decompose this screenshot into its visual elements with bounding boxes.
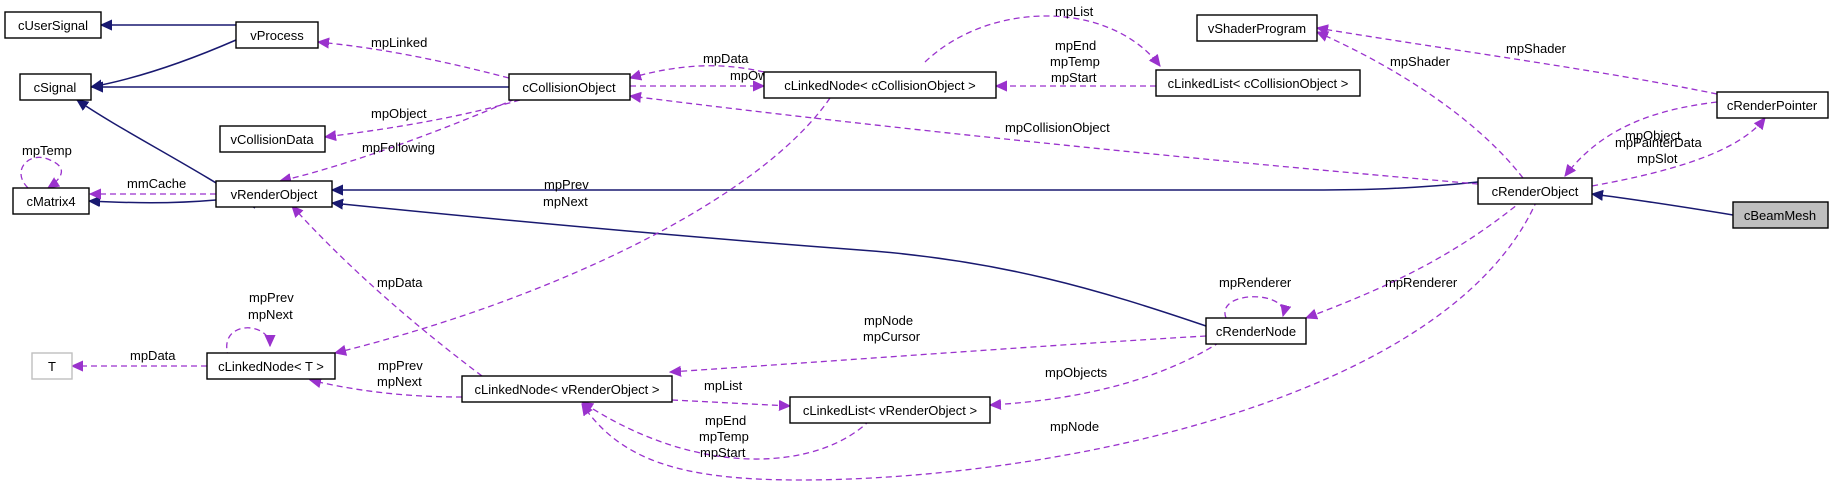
label-mpstart-1: mpStart (1051, 70, 1097, 85)
node-label: cBeamMesh (1744, 208, 1816, 223)
label-mpdata-1: mpData (703, 51, 749, 66)
node-cusersignal[interactable]: cUserSignal (4, 11, 102, 39)
label-mpend-2: mpEnd (705, 413, 746, 428)
label-mpobject-1: mpObject (371, 106, 427, 121)
node-crenderobject[interactable]: cRenderObject (1477, 177, 1593, 205)
edge-mpdata-owner (630, 65, 765, 78)
label-mpnode-1: mpNode (864, 313, 913, 328)
label-mpprev-2: mpPrev (249, 290, 294, 305)
edge-cbeammesh-crenderobject (1592, 194, 1734, 216)
edge-mplist-2 (671, 399, 790, 406)
label-mptemp-2: mpTemp (699, 429, 749, 444)
node-label: vProcess (250, 28, 304, 43)
node-ccollisionobject[interactable]: cCollisionObject (508, 73, 631, 101)
edge-mprenderer-1 (1306, 199, 1524, 318)
edge-mpshader-2 (1317, 28, 1718, 95)
node-clinkedlist-ccollisionobject[interactable]: cLinkedList< cCollisionObject > (1155, 69, 1361, 97)
node-clinkedlist-vrenderobject[interactable]: cLinkedList< vRenderObject > (789, 396, 991, 424)
node-label: cSignal (34, 80, 77, 95)
node-cbeammesh[interactable]: cBeamMesh (1732, 201, 1829, 229)
edge-mpobject-2 (1565, 101, 1718, 176)
node-label: cLinkedNode< T > (218, 359, 324, 374)
node-label: cMatrix4 (26, 194, 75, 209)
node-label: cUserSignal (18, 18, 88, 33)
node-vrenderobject[interactable]: vRenderObject (215, 180, 333, 208)
node-label: cCollisionObject (522, 80, 616, 95)
label-mpstart-2: mpStart (700, 445, 746, 460)
node-label: vShaderProgram (1208, 21, 1306, 36)
edge-vrenderobject-cmatrix4 (89, 200, 217, 203)
edge-mpfollowing (280, 98, 516, 181)
node-t[interactable]: T (31, 352, 73, 380)
edge-vprocess-csignal (91, 39, 237, 87)
label-mppainterdata: mpPainterData (1615, 135, 1702, 150)
label-mpprev-1: mpPrev (544, 177, 589, 192)
node-label: cLinkedList< cCollisionObject > (1168, 76, 1349, 91)
label-mpend-1: mpEnd (1055, 38, 1096, 53)
edge-mpprev-mpnext-3 (310, 380, 463, 398)
label-mpnext-3: mpNext (377, 374, 422, 389)
label-mprenderer-2: mpRenderer (1219, 275, 1292, 290)
edge-crendernode-vrenderobject (332, 203, 1207, 327)
label-mpobject-2: mpObject (1625, 128, 1681, 143)
node-label: cRenderNode (1216, 324, 1296, 339)
node-clinkednode-vrenderobject[interactable]: cLinkedNode< vRenderObject > (461, 375, 673, 403)
node-vshaderprogram[interactable]: vShaderProgram (1196, 14, 1318, 42)
edge-mpnode-mpcursor (670, 335, 1207, 372)
label-mpshader-2: mpShader (1506, 41, 1567, 56)
label-mpcollisionobject: mpCollisionObject (1005, 120, 1110, 135)
edge-mpdata-2 (292, 206, 491, 383)
node-label: vRenderObject (231, 187, 318, 202)
node-vprocess[interactable]: vProcess (235, 21, 319, 49)
node-crendernode[interactable]: cRenderNode (1205, 317, 1307, 345)
label-mpnode-2: mpNode (1050, 419, 1099, 434)
node-clinkednode-ccollisionobject[interactable]: cLinkedNode< cCollisionObject > (763, 71, 997, 99)
node-label: cLinkedNode< vRenderObject > (474, 382, 659, 397)
edge-mplist-1 (924, 15, 1160, 66)
label-mprenderer-1: mpRenderer (1385, 275, 1458, 290)
node-crenderpointer[interactable]: cRenderPointer (1716, 91, 1829, 119)
label-mpdata-3: mpData (130, 348, 176, 363)
label-mpdata-2: mpData (377, 275, 423, 290)
node-label: cRenderPointer (1727, 98, 1818, 113)
node-label: T (48, 359, 56, 374)
edge-mptemp-self (20, 156, 62, 188)
label-mpprev-3: mpPrev (378, 358, 423, 373)
edge-mpcollisionobject (630, 96, 1479, 185)
edge-mpprev-mpnext-2 (226, 327, 270, 359)
edge-mpshader-1 (1317, 32, 1524, 179)
node-csignal[interactable]: cSignal (19, 73, 92, 101)
node-label: cLinkedNode< cCollisionObject > (784, 78, 976, 93)
edge-mpnode-2 (582, 199, 1538, 481)
label-mptemp-self: mpTemp (22, 143, 72, 158)
edge-mpobjects (990, 341, 1221, 405)
label-mpshader-1: mpShader (1390, 54, 1451, 69)
node-label: vCollisionData (230, 132, 314, 147)
label-mmcache: mmCache (127, 176, 186, 191)
label-mplist-1: mpList (1055, 4, 1094, 19)
edge-mpobject-1 (325, 99, 521, 137)
edge-mppainterdata (1591, 118, 1765, 187)
edge-mplinked (318, 42, 510, 79)
node-cmatrix4[interactable]: cMatrix4 (12, 187, 90, 215)
label-mpnext-1: mpNext (543, 194, 588, 209)
edge-mpend-temp-start-2 (582, 402, 871, 460)
node-clinkednode-t[interactable]: cLinkedNode< T > (206, 352, 336, 380)
label-mplist-2: mpList (704, 378, 743, 393)
label-mptemp-1: mpTemp (1050, 54, 1100, 69)
label-mplinked: mpLinked (371, 35, 427, 50)
node-label: cLinkedList< vRenderObject > (803, 403, 977, 418)
node-label: cRenderObject (1492, 184, 1579, 199)
edge-mprenderer-self (1224, 296, 1284, 319)
edge-mpprev-mpnext-1 (335, 97, 831, 353)
label-mpcursor: mpCursor (863, 329, 921, 344)
label-mpslot: mpSlot (1637, 151, 1678, 166)
label-mpfollowing: mpFollowing (362, 140, 435, 155)
edge-crenderobject-vrenderobject (332, 181, 1479, 190)
node-vcollisiondata[interactable]: vCollisionData (219, 125, 326, 153)
label-mpnext-2: mpNext (248, 307, 293, 322)
label-mpobjects: mpObjects (1045, 365, 1108, 380)
